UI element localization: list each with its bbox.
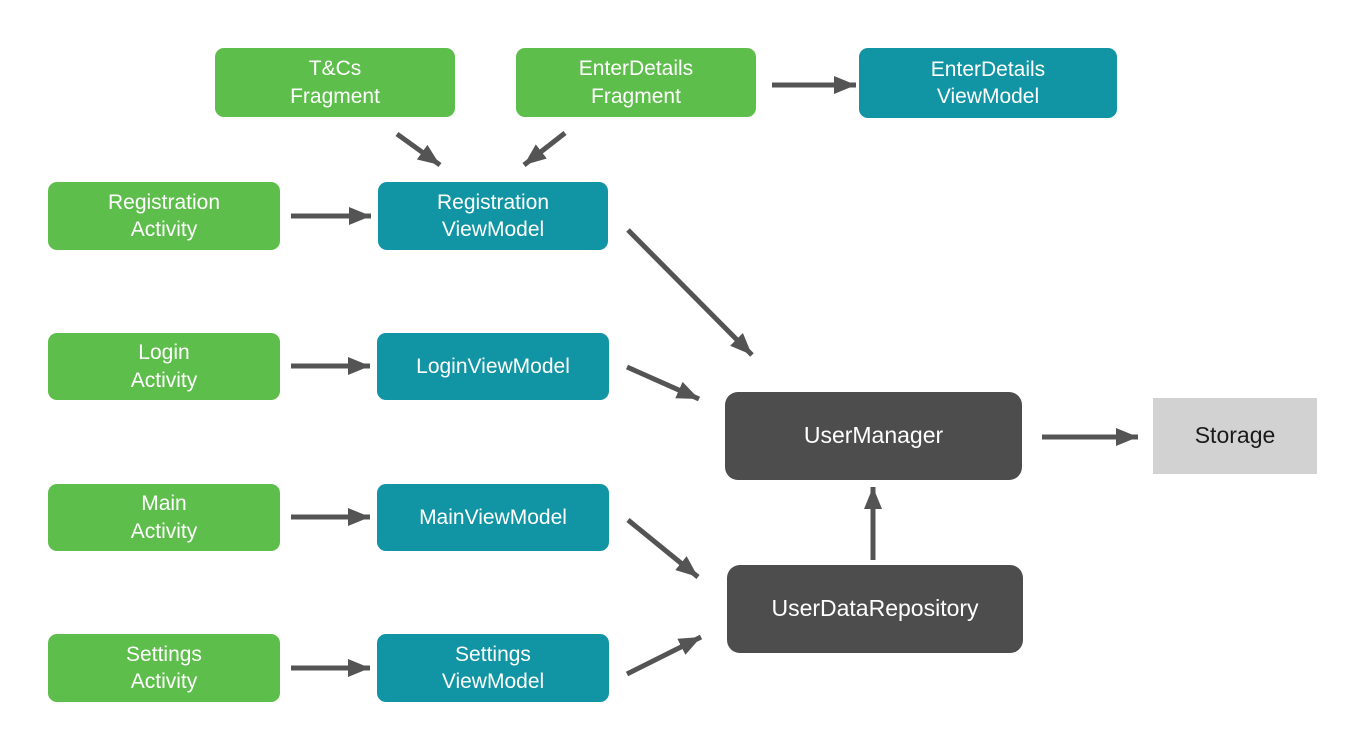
arrow-login-viewmodel-to-user-manager <box>625 364 701 402</box>
node-registration-activity: Registration Activity <box>48 182 280 250</box>
arrow-settings-viewmodel-to-user-data-repository <box>625 634 703 677</box>
node-main-activity: Main Activity <box>48 484 280 551</box>
node-enterdetails-viewmodel: EnterDetails ViewModel <box>859 48 1117 118</box>
node-tcs-fragment: T&Cs Fragment <box>215 48 455 117</box>
node-user-data-repository: UserDataRepository <box>727 565 1023 653</box>
node-login-viewmodel: LoginViewModel <box>377 333 609 400</box>
node-main-viewmodel: MainViewModel <box>377 484 609 551</box>
node-registration-viewmodel: Registration ViewModel <box>378 182 608 250</box>
node-login-activity: Login Activity <box>48 333 280 400</box>
node-settings-viewmodel: Settings ViewModel <box>377 634 609 702</box>
arrow-main-viewmodel-to-user-data-repository <box>626 518 700 579</box>
node-storage: Storage <box>1153 398 1317 474</box>
node-settings-activity: Settings Activity <box>48 634 280 702</box>
node-user-manager: UserManager <box>725 392 1022 480</box>
arrow-enterdetails-fragment-to-registration-viewmodel <box>522 131 567 167</box>
arrow-registration-viewmodel-to-user-manager <box>626 228 754 357</box>
arrow-tcs-fragment-to-registration-viewmodel <box>395 131 442 168</box>
node-enterdetails-fragment: EnterDetails Fragment <box>516 48 756 117</box>
